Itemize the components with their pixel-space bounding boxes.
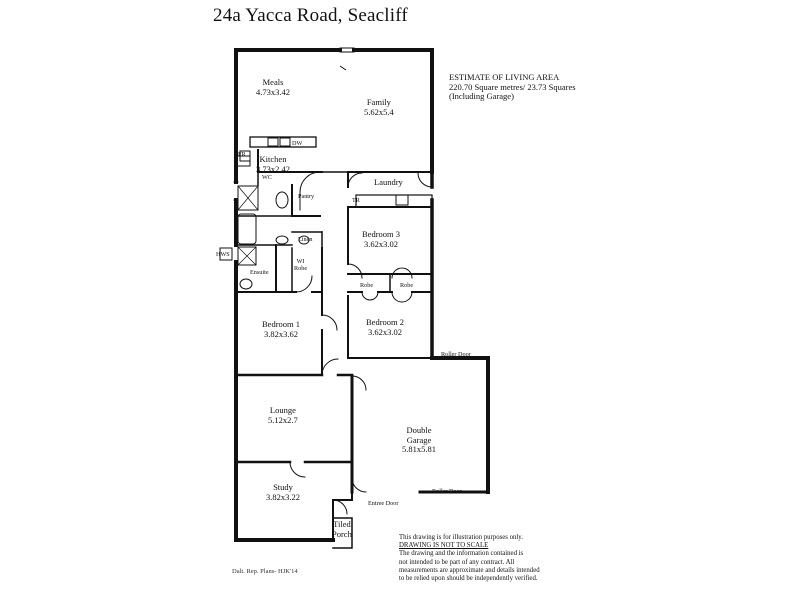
room-bedroom1: Bedroom 1 3.82x3.62 [262, 319, 301, 339]
room-name: Lounge [269, 405, 296, 415]
toilet [275, 191, 289, 209]
disclaimer-line: This drawing is for illustration purpose… [399, 534, 523, 541]
toilet [239, 278, 253, 290]
wall [332, 461, 353, 501]
disclaimer-line: The drawing and the information containe… [399, 550, 524, 558]
laundry-bench [355, 194, 433, 208]
basin [298, 235, 310, 245]
room-name: Meals [262, 77, 284, 87]
trough-label: TR [352, 197, 360, 204]
laundry-trough [395, 194, 409, 206]
disclaimer: This drawing is for illustration purpose… [399, 534, 589, 583]
window [339, 47, 355, 53]
door-swing [347, 263, 363, 279]
room-size: 5.12x2.7 [268, 414, 298, 425]
basin [275, 235, 289, 245]
dishwasher-label: DW [292, 140, 303, 147]
shower [237, 185, 259, 211]
room-name: Bedroom 1 [262, 319, 301, 329]
door-swing [347, 172, 363, 188]
room-name: Bedroom 3 [362, 229, 401, 239]
sink [279, 137, 291, 147]
kitchen-bench [249, 136, 317, 148]
family-door-mark [339, 65, 347, 71]
door-swing [295, 275, 313, 293]
door-swing [391, 267, 413, 279]
room-wi-robe: WI Robe [294, 258, 308, 272]
shower-cross [237, 246, 257, 266]
room-name: Family [366, 97, 391, 107]
hws-box [219, 247, 233, 261]
room-kitchen: Kitchen 3.73x2.42 [256, 154, 290, 174]
room-size: 5.62x5.4 [364, 106, 394, 117]
wall [291, 184, 321, 217]
estimate-note: (Including Garage) [449, 91, 514, 101]
wall [257, 149, 323, 173]
disclaimer-line: DRAWING IS NOT TO SCALE [399, 542, 489, 550]
room-study: Study 3.82x3.22 [266, 482, 300, 502]
room-ensuite: Ensuite [250, 269, 269, 276]
room-garage: Double Garage 5.81x5.81 [402, 425, 436, 455]
room-size: 5.81x5.81 [402, 444, 436, 454]
wc-label: WC [262, 174, 272, 181]
room-meals: Meals 4.73x3.42 [256, 77, 290, 97]
room-family: Family 5.62x5.4 [364, 97, 394, 117]
door-swing [417, 172, 433, 188]
room-name: Kitchen [259, 154, 287, 164]
room-robe-1: Robe [360, 282, 374, 289]
room-size: 3.73x2.42 [256, 163, 290, 174]
door-swing [321, 358, 339, 376]
room-name: Double Garage [406, 425, 432, 445]
sink [267, 137, 279, 147]
room-size: 3.62x3.02 [364, 238, 398, 249]
room-bedroom2: Bedroom 2 3.62x3.02 [366, 317, 405, 337]
shower-cross [237, 185, 259, 211]
door-swing [321, 314, 338, 331]
room-lounge: Lounge 5.12x2.7 [268, 405, 298, 425]
fridge-label: FR [238, 151, 246, 158]
property-title: 24a Yacca Road, Seacliff [213, 5, 408, 26]
door-swing [299, 171, 321, 193]
door-swing [289, 461, 306, 478]
room-laundry: Laundry [374, 177, 403, 188]
porch-outline [332, 517, 353, 549]
disclaimer-line: to be relied upon should be independentl… [399, 575, 538, 583]
room-name: Laundry [374, 177, 403, 187]
living-area-estimate: ESTIMATE OF LIVING AREA 220.70 Square me… [449, 72, 576, 102]
hws-label: HWS [216, 251, 230, 258]
disclaimer-line: not intended to be part of any contract.… [399, 558, 515, 566]
estimate-area: 220.70 Square metres/ 23.73 Squares [449, 81, 576, 92]
door-swing [351, 375, 367, 391]
room-bedroom3: Bedroom 3 3.62x3.02 [362, 229, 401, 249]
door-swing [332, 499, 348, 515]
door-swing [391, 291, 413, 303]
room-linen: Linen [298, 236, 313, 243]
room-size: 3.82x3.62 [264, 328, 298, 339]
roller-door-label: Roller Door [441, 351, 471, 358]
fridge-space [235, 155, 251, 167]
room-robe-2: Robe [400, 282, 414, 289]
window [233, 181, 239, 201]
garage-wall [430, 356, 490, 494]
room-size: 3.62x3.02 [368, 326, 402, 337]
wall [291, 231, 323, 293]
room-size: 4.73x3.42 [256, 86, 290, 97]
ensuite-shower [237, 246, 257, 266]
room-name: Bedroom 2 [366, 317, 405, 327]
bath [237, 213, 257, 245]
entry-door-label: Entree Door [368, 500, 399, 507]
room-size: 3.82x3.22 [266, 491, 300, 502]
room-pantry: Pantry [298, 193, 315, 200]
drawn-by: Dalt. Rep. Plans- HJK'14 [232, 568, 298, 575]
estimate-heading: ESTIMATE OF LIVING AREA [449, 72, 560, 82]
room-name: Study [273, 482, 293, 492]
door-swing [361, 291, 379, 301]
door-swing [351, 477, 367, 493]
roller-door-label: Roller Door [432, 488, 462, 495]
room-porch: Tiled Porch [332, 519, 352, 539]
disclaimer-line: measurements are approximate and details… [399, 566, 540, 574]
